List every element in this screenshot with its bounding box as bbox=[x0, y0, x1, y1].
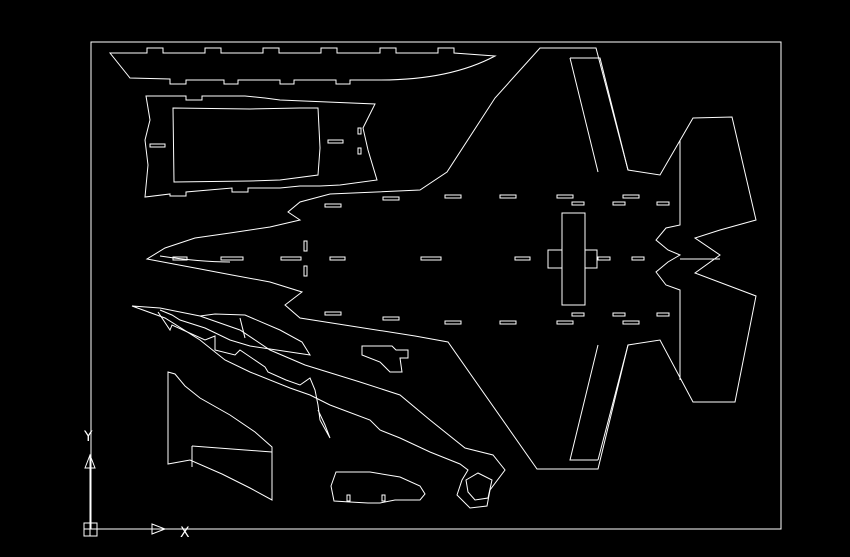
small-tab-part bbox=[362, 346, 408, 372]
left-rib-part bbox=[168, 372, 272, 500]
sheet-border bbox=[91, 42, 781, 529]
canopy-part bbox=[331, 472, 425, 503]
ucs-x-label: X bbox=[180, 525, 190, 541]
main-airframe-outline bbox=[147, 48, 756, 469]
ucs-icon: Y X bbox=[83, 429, 190, 541]
ucs-y-label: Y bbox=[83, 429, 93, 445]
fuselage-slots bbox=[173, 195, 669, 324]
top-spar-strip bbox=[110, 48, 495, 84]
side-fuselage-strip bbox=[132, 306, 505, 508]
cockpit-frame-part bbox=[145, 96, 377, 197]
